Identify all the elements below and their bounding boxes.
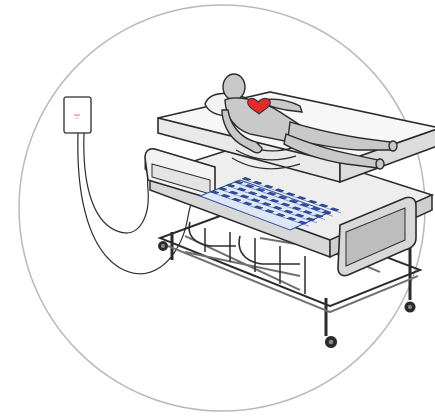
wall-monitor-icon xyxy=(64,97,91,133)
